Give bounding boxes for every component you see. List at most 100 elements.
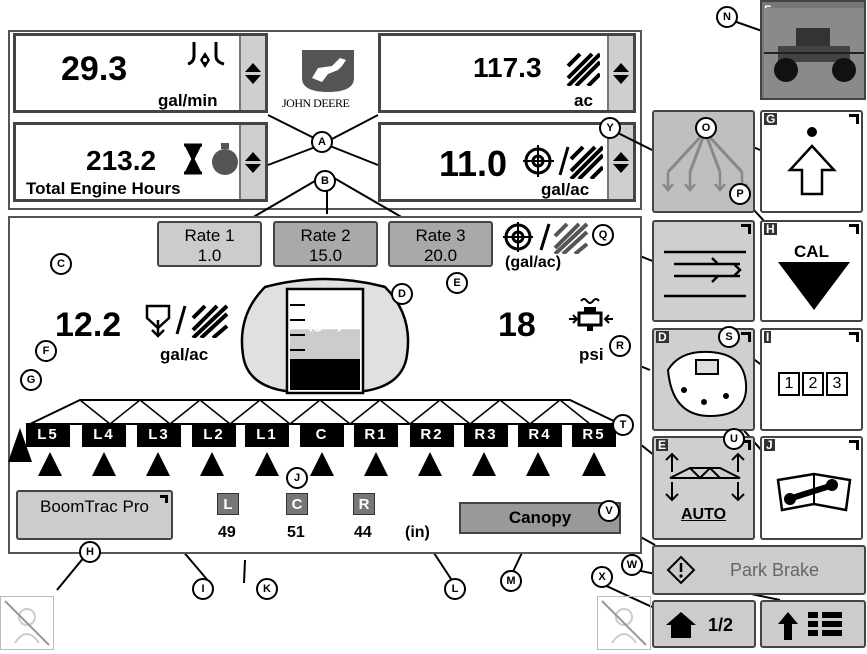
menu-up-button[interactable] xyxy=(760,600,866,648)
calibration-button[interactable]: H CAL xyxy=(760,220,863,322)
shortcut-letter: I xyxy=(764,330,772,344)
john-deere-logo: JOHN DEERE xyxy=(282,48,370,110)
callout-F: F xyxy=(35,340,57,362)
callout-M: M xyxy=(500,570,522,592)
up-arrow-dot-icon xyxy=(787,127,837,196)
callout-I: I xyxy=(192,578,214,600)
section-L3[interactable]: L3 xyxy=(137,423,181,447)
callout-P: P xyxy=(729,183,751,205)
area-adjust-arrows[interactable] xyxy=(607,36,633,110)
section-L5[interactable]: L5 xyxy=(26,423,70,447)
callout-L: L xyxy=(444,578,466,600)
rate-2-button[interactable]: Rate 2 15.0 xyxy=(273,221,378,267)
solution-system-button[interactable]: D xyxy=(652,328,755,431)
home-page-button[interactable]: 1/2 xyxy=(652,600,756,648)
corner-mark xyxy=(741,332,751,342)
corner-mark xyxy=(849,440,859,450)
park-brake-button[interactable]: Park Brake xyxy=(652,545,866,595)
height-right-badge: R xyxy=(353,493,375,515)
rate-3-button[interactable]: Rate 3 20.0 xyxy=(388,221,493,267)
section-R1[interactable]: R1 xyxy=(354,423,398,447)
rate-1-button[interactable]: Rate 1 1.0 xyxy=(157,221,262,267)
hours-adjust-arrows[interactable] xyxy=(239,125,265,199)
boom-height-auto-button[interactable]: E AUTO xyxy=(652,436,755,540)
number-box-2: 2 xyxy=(802,372,824,396)
nozzle-icon xyxy=(200,452,224,476)
corner-mark xyxy=(741,440,751,450)
engine-hours-label: Total Engine Hours xyxy=(26,179,181,198)
height-left-badge: L xyxy=(217,493,239,515)
flow-readout[interactable]: 29.3 gal/min xyxy=(13,33,268,113)
pressure-nozzle-icon xyxy=(569,298,613,331)
home-position-button[interactable]: G xyxy=(760,110,863,213)
section-L4[interactable]: L4 xyxy=(82,423,126,447)
john-deere-text: JOHN DEERE xyxy=(282,96,350,110)
nozzle-icon xyxy=(310,452,334,476)
corner-mark xyxy=(849,224,859,234)
canopy-button[interactable]: Canopy xyxy=(459,502,621,534)
corner-mark xyxy=(741,224,751,234)
callout-N: N xyxy=(716,6,738,28)
section-R5[interactable]: R5 xyxy=(572,423,616,447)
target-per-area-icon xyxy=(523,145,603,179)
hourglass-icon xyxy=(184,143,202,175)
section-R3[interactable]: R3 xyxy=(464,423,508,447)
boomtrac-pro-button[interactable]: BoomTrac Pro xyxy=(16,490,173,540)
corner-mark xyxy=(849,332,859,342)
track-guidance-button[interactable] xyxy=(652,220,755,322)
section-R2[interactable]: R2 xyxy=(410,423,454,447)
boomtrac-label: BoomTrac Pro xyxy=(40,497,149,516)
shortcut-letter: G xyxy=(764,112,778,126)
callout-B: B xyxy=(314,170,336,192)
height-unit: (in) xyxy=(405,524,430,541)
callout-H: H xyxy=(79,541,101,563)
sequence-numbers-button[interactable]: I 1 2 3 xyxy=(760,328,863,431)
applied-per-area-icon xyxy=(145,304,229,338)
home-icon xyxy=(666,612,696,638)
machine-view-button[interactable]: F xyxy=(760,0,866,100)
shortcut-letter: J xyxy=(764,438,775,452)
callout-Q: Q xyxy=(592,224,614,246)
nozzle-icon xyxy=(582,452,606,476)
nozzle-icon xyxy=(472,452,496,476)
area-value: 117.3 xyxy=(473,52,542,83)
shortcut-letter: E xyxy=(656,438,669,452)
home-page-label: 1/2 xyxy=(708,615,734,635)
nozzle-icon xyxy=(38,452,62,476)
height-right-value: 44 xyxy=(354,524,372,541)
area-readout[interactable]: 117.3 ac xyxy=(378,33,636,113)
nozzle-icon xyxy=(255,452,279,476)
no-operator-icon-right xyxy=(597,596,651,650)
nozzle-icon xyxy=(146,452,170,476)
service-manual-button[interactable]: J xyxy=(760,436,863,540)
number-box-1: 1 xyxy=(778,372,800,396)
shortcut-letter: H xyxy=(764,222,777,236)
tank-icon[interactable] xyxy=(235,275,415,395)
section-L2[interactable]: L2 xyxy=(192,423,236,447)
no-operator-icon-left xyxy=(0,596,54,650)
warning-diamond-icon xyxy=(666,555,696,585)
callout-S: S xyxy=(718,326,740,348)
height-center-value: 51 xyxy=(287,524,305,541)
section-R4[interactable]: R4 xyxy=(518,423,562,447)
callout-Y: Y xyxy=(599,117,621,139)
rate-unit-label: (gal/ac) xyxy=(505,254,562,271)
pressure-value: 18 xyxy=(498,306,536,344)
rate-1-value: 1.0 xyxy=(197,246,222,265)
section-C[interactable]: C xyxy=(300,423,344,447)
area-hatch-icon xyxy=(566,52,600,86)
callout-C: C xyxy=(50,253,72,275)
callout-U: U xyxy=(723,428,745,450)
nozzle-icon xyxy=(92,452,116,476)
engine-hours-readout[interactable]: 213.2 Total Engine Hours xyxy=(13,122,268,202)
auto-label: AUTO xyxy=(680,506,727,523)
callout-X: X xyxy=(591,566,613,588)
flow-adjust-arrows[interactable] xyxy=(239,36,265,110)
cal-label: CAL xyxy=(794,242,829,261)
nozzle-icon xyxy=(364,452,388,476)
section-L1[interactable]: L1 xyxy=(245,423,289,447)
book-wrench-icon xyxy=(776,472,852,512)
target-rate-readout[interactable]: 11.0 gal/ac xyxy=(378,122,636,202)
target-rate-value: 11.0 xyxy=(439,143,508,184)
rate-2-label: Rate 2 xyxy=(300,226,351,245)
